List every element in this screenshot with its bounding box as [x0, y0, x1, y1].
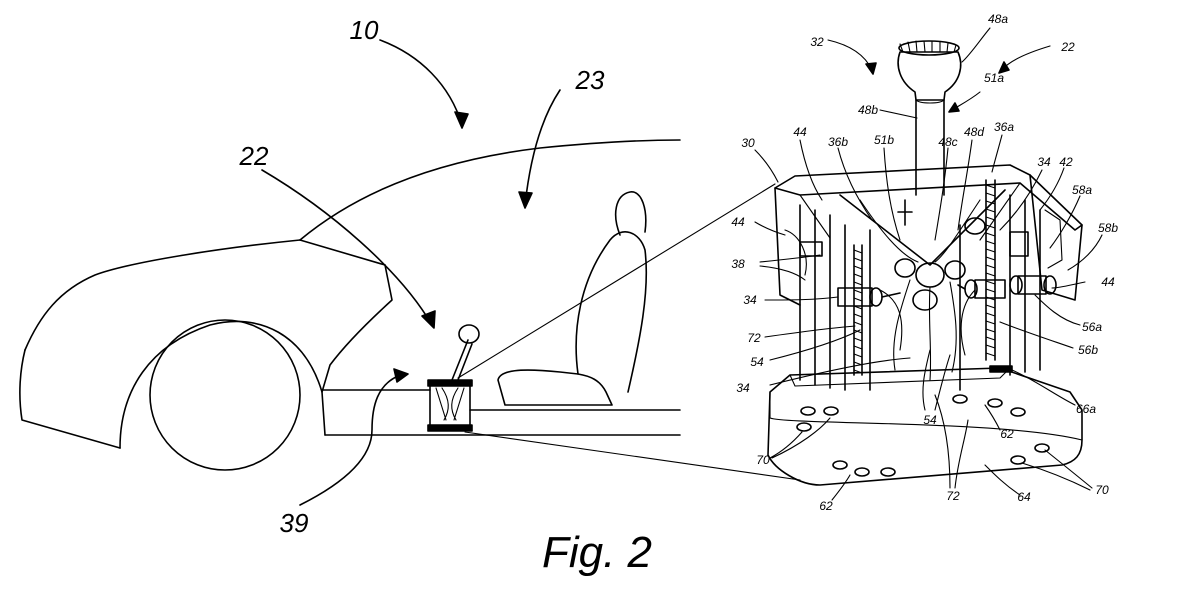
base-plate — [767, 365, 1083, 486]
small-shifter-assembly — [427, 324, 480, 432]
ref-label-48a: 48a — [987, 12, 1009, 26]
ref-label-58a: 58a — [1071, 183, 1093, 197]
vehicle-seat — [497, 191, 648, 406]
ref-label-51a: 51a — [983, 71, 1005, 85]
ref-label-58b: 58b — [1097, 221, 1119, 235]
ref-label-30: 30 — [741, 136, 755, 150]
leader-lines-right — [754, 27, 1103, 501]
ref-label-36b: 36b — [827, 135, 849, 149]
ref-label-38: 38 — [731, 257, 745, 271]
ref-label-48b: 48b — [857, 103, 879, 117]
ref-label-70-left: 70 — [756, 453, 770, 467]
ref-label-62-right: 62 — [1000, 427, 1014, 441]
ref-label-44-top: 44 — [793, 125, 807, 139]
ref-label-44-left: 44 — [731, 215, 745, 229]
ref-label-48c: 48c — [938, 135, 958, 149]
leader-arrows-left — [261, 39, 561, 506]
ref-label-54-center: 54 — [923, 413, 937, 427]
vehicle-outline — [19, 139, 681, 471]
ref-label-34-low: 34 — [736, 381, 750, 395]
ref-label-36a: 36a — [993, 120, 1015, 134]
figure-caption: Fig. 2 — [541, 528, 653, 577]
ref-label-56b: 56b — [1077, 343, 1099, 357]
ref-label-34-mid: 34 — [743, 293, 757, 307]
ref-label-66a: 66a — [1075, 402, 1097, 416]
ref-label-42: 42 — [1059, 155, 1073, 169]
ref-label-54-left: 54 — [750, 355, 764, 369]
ref-label-56a: 56a — [1081, 320, 1103, 334]
ref-label-32: 32 — [810, 35, 824, 49]
central-linkage — [799, 189, 1057, 381]
ref-label-44-right: 44 — [1101, 275, 1115, 289]
ref-label-22-left: 22 — [239, 141, 269, 171]
ref-label-34-top: 34 — [1037, 155, 1051, 169]
ref-label-48d: 48d — [963, 125, 985, 139]
ref-label-64: 64 — [1017, 490, 1031, 504]
ref-label-51b: 51b — [873, 133, 895, 147]
detail-projection-lines — [457, 183, 801, 481]
ref-label-62-bottom: 62 — [819, 499, 833, 513]
ref-label-23: 23 — [575, 65, 605, 95]
ref-label-39: 39 — [279, 508, 309, 538]
housing-frame — [774, 174, 1083, 391]
ref-label-70-right: 70 — [1095, 483, 1109, 497]
ref-label-72-bottom: 72 — [946, 489, 960, 503]
shift-knob — [897, 40, 962, 196]
ref-label-10: 10 — [349, 15, 379, 45]
ref-label-72-left: 72 — [747, 331, 761, 345]
ref-label-22-right: 22 — [1061, 40, 1075, 54]
